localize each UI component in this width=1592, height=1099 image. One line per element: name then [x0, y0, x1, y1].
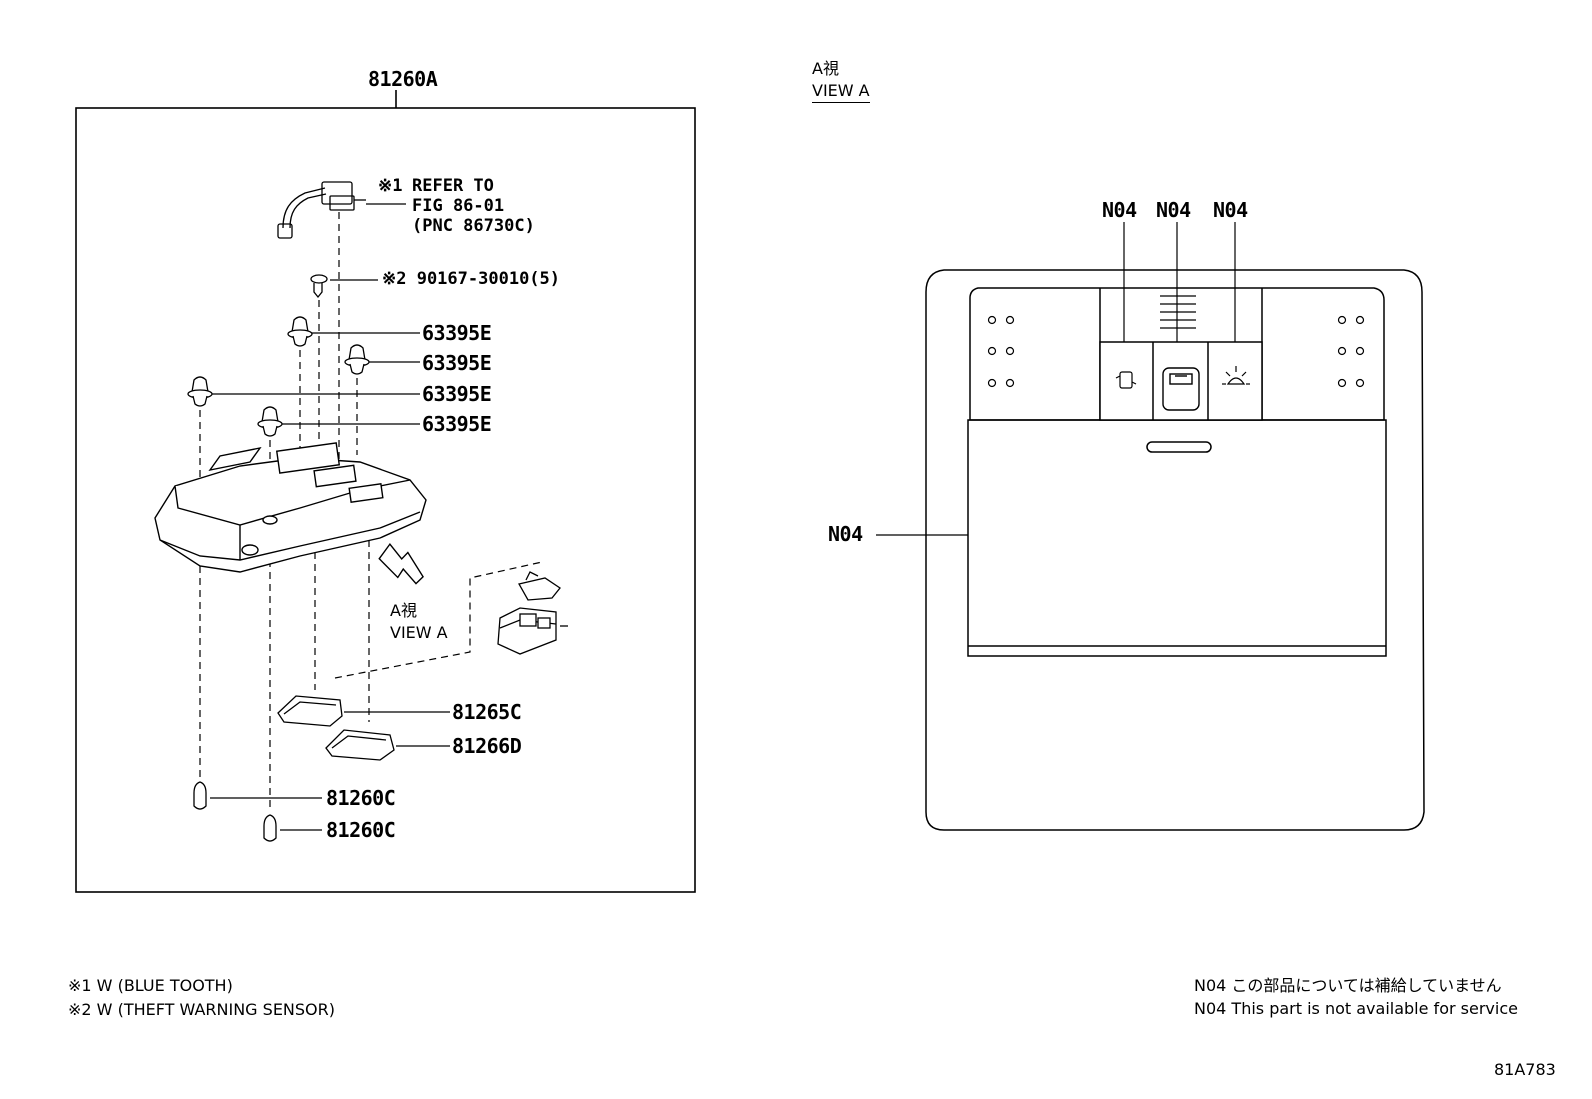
part-label-81265c: 81265C	[452, 700, 522, 724]
door-lock-icon	[1115, 371, 1137, 389]
screw-part-number: ※2 90167-30010(5)	[382, 269, 561, 289]
seat-icon	[1162, 367, 1200, 411]
switch-panel	[1099, 341, 1263, 421]
footnote-2: ※2 W (THEFT WARNING SENSOR)	[68, 1000, 336, 1019]
part-label-81266d: 81266D	[452, 734, 522, 758]
callout-n04-side: N04	[828, 522, 863, 546]
screw-part	[310, 274, 328, 299]
part-label-63395e-1: 63395E	[422, 321, 492, 345]
console-dots	[987, 315, 1365, 388]
view-a-title-en: VIEW A	[812, 80, 870, 103]
bulb-parts	[193, 781, 277, 842]
notice-jp: N04 この部品については補給していません	[1194, 976, 1502, 995]
view-a-label-jp: A視	[390, 601, 417, 620]
map-light-icon	[1222, 366, 1250, 385]
callout-n04-3: N04	[1213, 198, 1248, 222]
figure-id: 81A783	[1494, 1060, 1556, 1079]
overhead-console-housing	[154, 442, 427, 573]
vent-grille	[1160, 295, 1196, 329]
view-a-title-jp: A視	[812, 59, 839, 78]
notice-en: N04 This part is not available for servi…	[1194, 999, 1518, 1018]
part-label-81260c-2: 81260C	[326, 818, 396, 842]
part-label-63395e-4: 63395E	[422, 412, 492, 436]
assembly-guide-lines	[199, 212, 543, 810]
assembly-part-number: 81260A	[368, 67, 438, 91]
sensor-module-part	[497, 571, 568, 655]
callout-n04-1: N04	[1102, 198, 1137, 222]
callout-n04-2: N04	[1156, 198, 1191, 222]
note1-marker: ※1	[378, 176, 403, 196]
view-a-console	[925, 269, 1425, 831]
note1-line-1: REFER TO	[412, 176, 494, 196]
wire-harness-part	[277, 181, 366, 239]
view-a-label-en: VIEW A	[390, 623, 448, 642]
note1-line-2: FIG 86-01	[412, 196, 505, 216]
part-label-63395e-2: 63395E	[422, 351, 492, 375]
assembly-frame	[75, 90, 696, 893]
footnote-1: ※1 W (BLUE TOOTH)	[68, 976, 233, 995]
note1-line-3: (PNC 86730C)	[412, 216, 535, 236]
lens-parts	[277, 695, 395, 761]
callout-leaders	[876, 222, 1236, 536]
part-label-81260c-1: 81260C	[326, 786, 396, 810]
part-label-63395e-3: 63395E	[422, 382, 492, 406]
view-a-arrow	[378, 542, 424, 585]
clip-fasteners	[187, 316, 370, 437]
